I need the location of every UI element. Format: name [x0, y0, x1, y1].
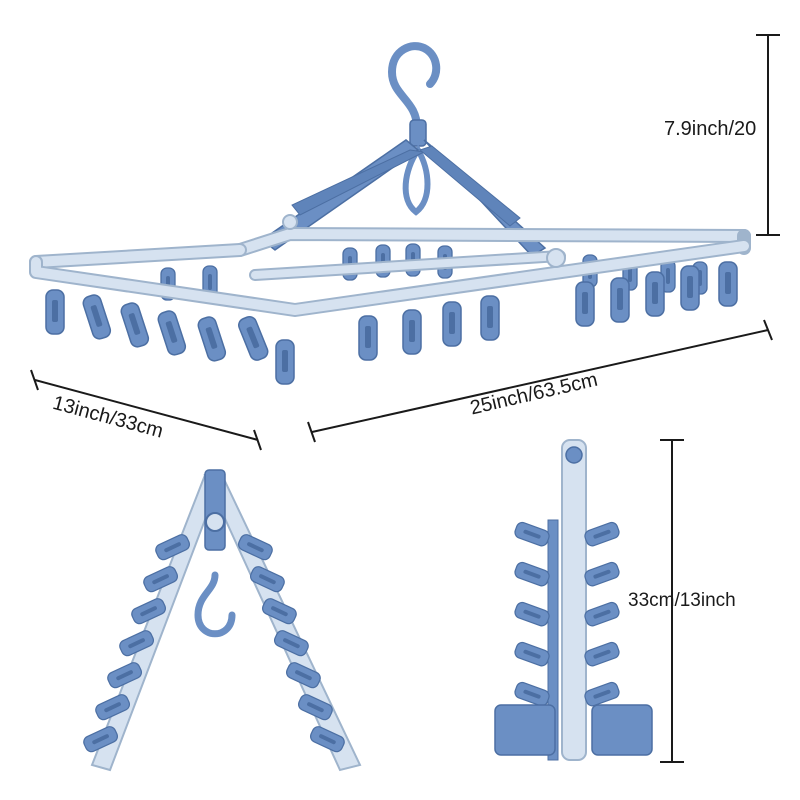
dimension-lines	[30, 34, 780, 763]
hanger-unfolded	[29, 42, 751, 385]
frame	[29, 214, 751, 317]
height-label: 7.9inch/20	[664, 118, 757, 140]
folded-height-label: 33cm/13inch	[628, 590, 736, 611]
hook-icon	[387, 42, 441, 216]
support-arms	[260, 139, 547, 257]
hanger-folded-side	[494, 439, 653, 761]
hanger-folded-front	[81, 469, 362, 772]
